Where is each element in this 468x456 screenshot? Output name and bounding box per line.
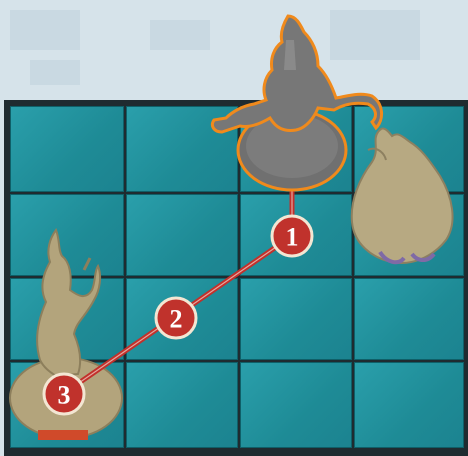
path-marker-2[interactable]: 2 [156, 298, 196, 338]
path-marker-3-label: 3 [58, 381, 71, 410]
path-marker-3[interactable]: 3 [44, 374, 84, 414]
path-marker-1-label: 1 [286, 223, 299, 252]
path-marker-1[interactable]: 1 [272, 216, 312, 256]
monster-miniature-right[interactable] [352, 129, 453, 263]
active-hero-miniature[interactable] [212, 16, 381, 190]
path-marker-2-label: 2 [170, 305, 183, 334]
